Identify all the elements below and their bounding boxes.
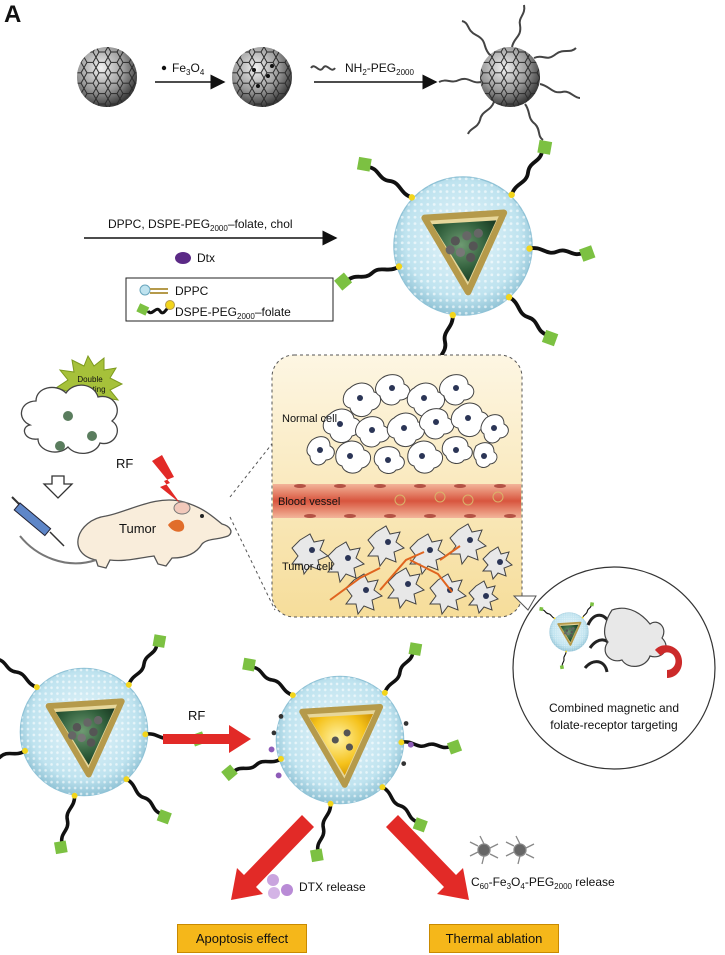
arrow-to-apoptosis	[231, 815, 314, 900]
blood-vessel-label: Blood vessel	[278, 496, 340, 508]
pegylated-sphere	[438, 4, 581, 141]
targeting-detail-circle: Combined magnetic and folate-receptor ta…	[512, 566, 716, 770]
zoom-line-bottom	[229, 516, 276, 611]
legend-item-dppc: DPPC	[175, 284, 209, 298]
burst-line1: Double	[77, 375, 103, 384]
step3-drug: Dtx	[197, 251, 215, 265]
legend-box: DPPC DSPE-PEG2000–folate	[125, 277, 334, 322]
liposome-after-rf	[217, 636, 468, 869]
panel-label: A	[4, 1, 21, 28]
tumor-cell-detail	[604, 607, 667, 667]
step1-reagent: Fe3O4	[172, 61, 205, 77]
targeting-line2: folate-receptor targeting	[550, 718, 677, 732]
legend-item-folate: DSPE-PEG2000–folate	[175, 305, 291, 321]
c60-sphere	[77, 47, 137, 107]
thought-cloud	[20, 384, 118, 454]
tumor-cell-label: Tumor cell	[282, 561, 333, 573]
rf-lightning-icon	[152, 455, 180, 503]
c60-fe3o4-sphere	[232, 47, 292, 107]
zoom-line-top	[229, 439, 276, 498]
syringe-icon	[11, 496, 65, 547]
rf-label: RF	[116, 456, 133, 471]
step2-reagent: NH2-PEG2000	[345, 61, 414, 77]
dtx-release-icon	[267, 874, 293, 899]
tumor-label: Tumor	[119, 521, 157, 536]
thermal-ablation-box: Thermal ablation	[429, 924, 559, 953]
apoptosis-effect-box: Apoptosis effect	[177, 924, 307, 953]
dtx-release-label: DTX release	[299, 880, 366, 894]
peg-chain-icon	[310, 65, 336, 71]
normal-cell-label: Normal cell	[282, 413, 337, 425]
apoptosis-effect-label: Apoptosis effect	[195, 931, 289, 946]
thermal-ablation-label: Thermal ablation	[445, 931, 543, 946]
magnet-icon	[655, 645, 683, 678]
rf-release-label: RF	[188, 708, 205, 723]
c60-release-icon	[469, 835, 535, 865]
down-arrow-icon	[42, 475, 74, 499]
dtx-drug-icon	[175, 252, 191, 264]
folate-liposome-before-rf	[0, 628, 212, 861]
arrow-to-thermal	[386, 815, 469, 900]
fe3o4-dot-icon	[161, 65, 167, 71]
folate-liposome-large	[329, 134, 602, 386]
step3-reagents: DPPC, DSPE-PEG2000–folate, chol	[108, 217, 293, 233]
targeting-line1: Combined magnetic and	[549, 701, 679, 715]
rf-release-arrow	[163, 725, 251, 753]
tissue-zoom-panel: Normal cell Blood vessel Tumor cell	[271, 354, 523, 618]
c60-release-label: C60-Fe3O4-PEG2000 release	[471, 875, 615, 891]
mouse-illustration	[19, 499, 232, 569]
